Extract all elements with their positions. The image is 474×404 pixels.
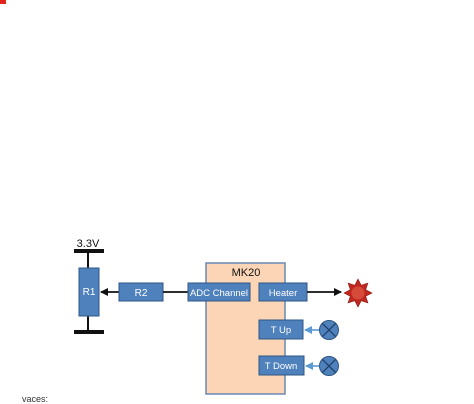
r1-block: R1 xyxy=(78,267,100,317)
heater-block: Heater xyxy=(258,282,308,302)
r2-label: R2 xyxy=(135,288,148,299)
corner-mark xyxy=(0,0,6,4)
t-up-label: T Up xyxy=(271,325,291,336)
supply-rail xyxy=(74,249,104,253)
adc-channel-block: ADC Channel xyxy=(187,282,251,302)
r2-block: R2 xyxy=(118,282,164,302)
adc-channel-label: ADC Channel xyxy=(190,288,248,299)
heater-starburst-icon xyxy=(343,278,373,308)
ground-rail xyxy=(74,330,104,334)
t-down-button-icon xyxy=(319,356,339,376)
t-up-block: T Up xyxy=(258,319,304,340)
t-up-button-icon xyxy=(319,320,339,340)
mcu-name: MK20 xyxy=(232,267,261,279)
r1-label: R1 xyxy=(83,287,96,298)
t-down-label: T Down xyxy=(265,361,298,372)
supply-label: 3.3V xyxy=(77,238,100,250)
t-down-block: T Down xyxy=(258,355,305,376)
cut-off-footer-text: vaces: xyxy=(22,394,49,404)
heater-label: Heater xyxy=(269,288,298,299)
